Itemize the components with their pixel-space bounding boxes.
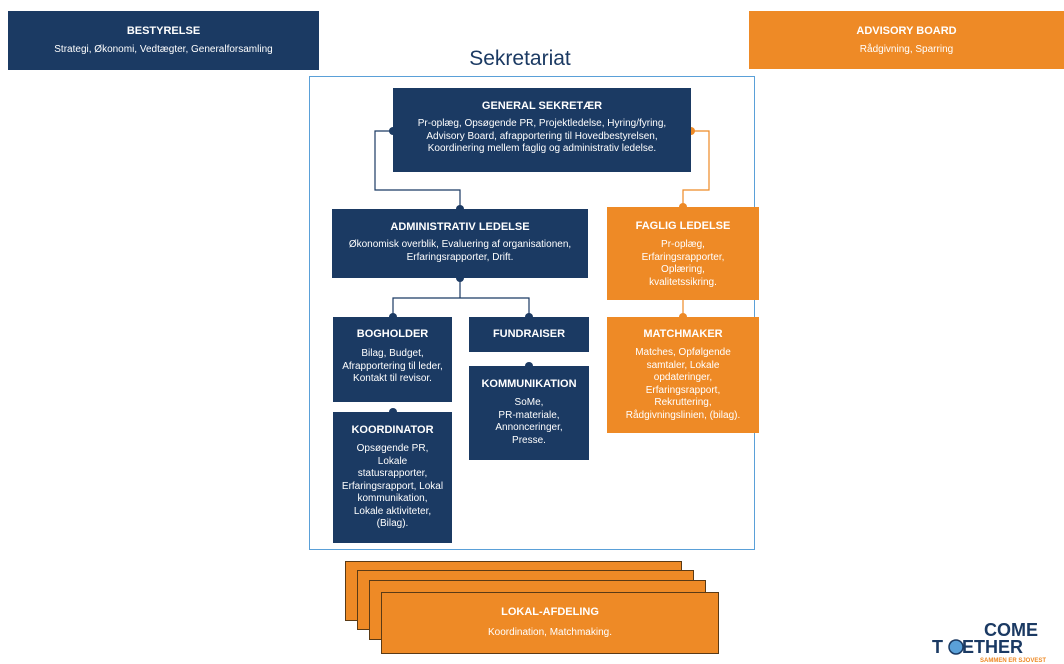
advisory-board-desc: Rådgivning, Sparring: [859, 44, 954, 55]
koordinator-line: Opsøgende PR,: [356, 443, 429, 454]
faglig-ledelse-title: FAGLIG LEDELSE: [635, 220, 731, 232]
general-sekretaer-box: GENERAL SEKRETÆR Pr-oplæg, Opsøgende PR,…: [393, 88, 691, 172]
koordinator-title: KOORDINATOR: [351, 424, 434, 436]
connector-general-faglig: [682, 130, 710, 207]
logo-line2: T GETHER: [932, 637, 1023, 657]
lokal-afdeling-desc: Koordination, Matchmaking.: [488, 627, 612, 638]
general-line: Advisory Board, afrapportering til Hoved…: [426, 130, 658, 142]
connector-general-admin: [374, 130, 461, 209]
bestyrelse-title: BESTYRELSE: [126, 25, 201, 37]
logo-tagline: SAMMEN ER SJOVEST: [980, 658, 1046, 664]
lokal-afdeling-box: LOKAL-AFDELING Koordination, Matchmaking…: [381, 592, 719, 654]
bogholder-line: Bilag, Budget,: [361, 348, 424, 359]
advisory-board-box: ADVISORY BOARD Rådgivning, Sparring: [749, 11, 1064, 69]
faglig-line: kvalitetssikring.: [649, 276, 717, 288]
kommunikation-title: KOMMUNIKATION: [481, 378, 577, 390]
logo-globe-icon: [948, 639, 964, 655]
koordinator-line: (Bilag).: [376, 518, 409, 529]
matchmaker-line: Rekruttering,: [654, 397, 712, 408]
admin-line: Økonomisk overblik, Evaluering af organi…: [348, 239, 572, 250]
bogholder-line: Kontakt til revisor.: [353, 373, 432, 384]
lokal-afdeling-title: LOKAL-AFDELING: [501, 606, 599, 618]
general-line: Pr-oplæg, Opsøgende PR, Projektledelse, …: [417, 118, 667, 129]
matchmaker-line: samtaler, Lokale: [646, 359, 720, 371]
connector-admin-children: [392, 278, 530, 317]
bestyrelse-box: BESTYRELSE Strategi, Økonomi, Vedtægter,…: [8, 11, 319, 70]
bestyrelse-desc: Strategi, Økonomi, Vedtægter, Generalfor…: [54, 44, 273, 55]
general-sekretaer-title: GENERAL SEKRETÆR: [481, 100, 603, 112]
fundraiser-title: FUNDRAISER: [492, 328, 566, 340]
matchmaker-line: Erfaringsrapport,: [645, 384, 721, 396]
admin-line: Erfaringsrapporter, Drift.: [406, 251, 514, 263]
koordinator-line: Lokale aktiviteter,: [353, 505, 432, 517]
advisory-board-title: ADVISORY BOARD: [856, 25, 957, 37]
come-together-logo: COME T GETHER SAMMEN ER SJOVEST: [932, 620, 1046, 664]
matchmaker-line: Matches, Opfølgende: [635, 347, 731, 358]
matchmaker-line: Rådgivningslinien, (bilag).: [625, 409, 741, 421]
koordinator-line: kommunikation,: [357, 493, 428, 504]
secretariat-title: Sekretariat: [469, 47, 571, 70]
kommunikation-line: Annonceringer,: [495, 422, 563, 433]
bogholder-title: BOGHOLDER: [356, 328, 429, 340]
bogholder-box: BOGHOLDER Bilag, Budget, Afrapportering …: [333, 317, 452, 402]
matchmaker-title: MATCHMAKER: [643, 328, 723, 340]
bogholder-line: Afrapportering til leder,: [342, 360, 443, 372]
faglig-ledelse-box: FAGLIG LEDELSE Pr-oplæg, Erfaringsrappor…: [607, 207, 759, 300]
general-line: Koordinering mellem faglig og administra…: [427, 143, 657, 154]
matchmaker-line: opdateringer,: [653, 372, 713, 383]
faglig-line: Oplæring,: [661, 264, 705, 275]
fundraiser-box: FUNDRAISER: [469, 317, 589, 352]
administrativ-ledelse-title: ADMINISTRATIV LEDELSE: [390, 221, 530, 233]
kommunikation-line: Presse.: [512, 434, 546, 446]
koordinator-box: KOORDINATOR Opsøgende PR, Lokale statusr…: [333, 412, 452, 543]
matchmaker-box: MATCHMAKER Matches, Opfølgende samtaler,…: [607, 317, 759, 433]
administrativ-ledelse-box: ADMINISTRATIV LEDELSE Økonomisk overblik…: [332, 209, 588, 278]
koordinator-line: Erfaringsrapport, Lokal: [341, 480, 444, 492]
faglig-line: Pr-oplæg,: [661, 239, 705, 250]
kommunikation-line: SoMe,: [514, 397, 544, 408]
kommunikation-box: KOMMUNIKATION SoMe, PR-materiale, Annonc…: [469, 366, 589, 460]
secretariat-frame: [309, 76, 755, 550]
koordinator-line: Lokale: [377, 455, 408, 467]
kommunikation-line: PR-materiale,: [498, 409, 560, 421]
koordinator-line: statusrapporter,: [357, 468, 428, 479]
logo-line1: COME: [984, 620, 1038, 640]
faglig-line: Erfaringsrapporter,: [641, 251, 725, 263]
